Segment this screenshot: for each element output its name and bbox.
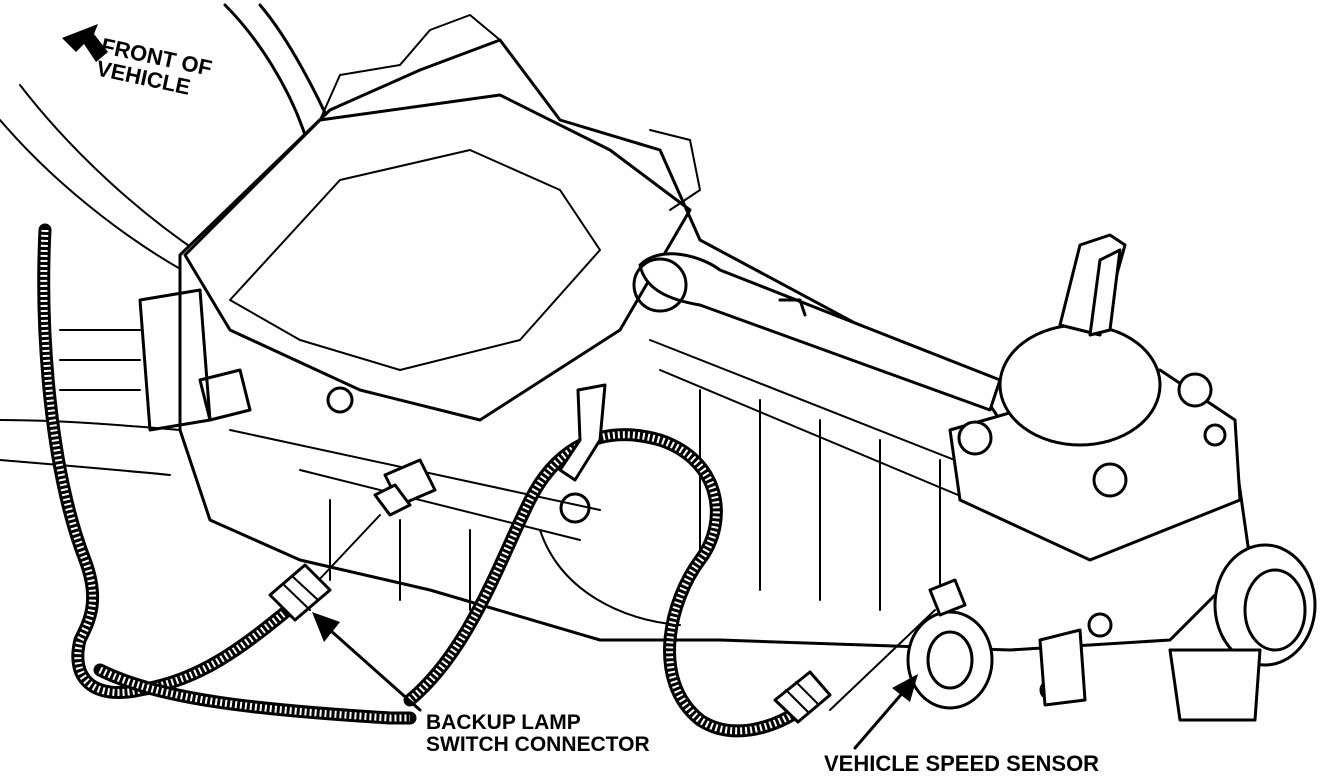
backup-lamp-switch-connector-label: BACKUP LAMP SWITCH CONNECTOR <box>426 711 650 757</box>
vss-callout-arrow <box>853 674 918 750</box>
vss-connector <box>773 670 832 724</box>
backup-lamp-text: BACKUP LAMP SWITCH CONNECTOR <box>426 711 650 757</box>
wiring-harness <box>37 223 807 738</box>
backup-lamp-callout-arrow <box>312 612 422 712</box>
backup-lamp-connector <box>268 563 332 622</box>
backup-lamp-switch <box>299 458 437 601</box>
shifter-assembly <box>948 233 1242 562</box>
rear-output-housing <box>906 543 1317 722</box>
vehicle-speed-sensor-label: VEHICLE SPEED SENSOR <box>824 752 1099 775</box>
arrow-up-left-icon <box>62 24 108 62</box>
vss-text: VEHICLE SPEED SENSOR <box>824 751 1100 776</box>
vehicle-speed-sensor <box>829 578 967 711</box>
